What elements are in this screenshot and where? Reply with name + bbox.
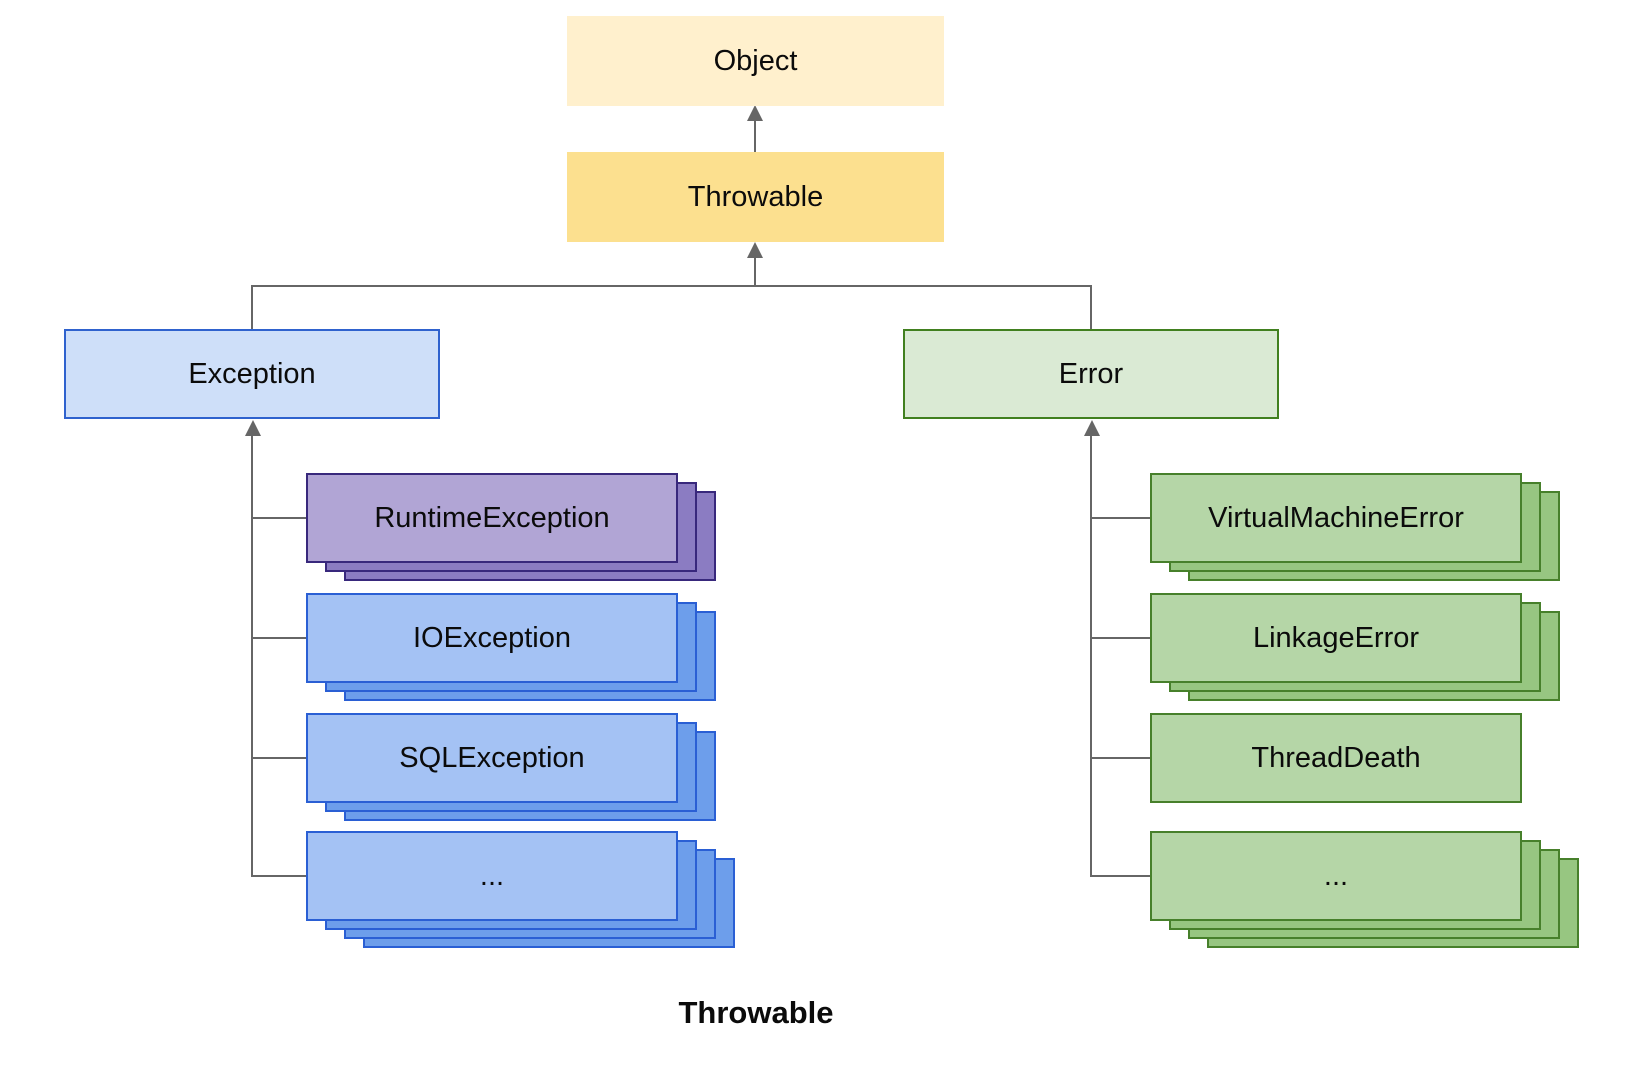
node-error-more: ...	[1150, 831, 1579, 948]
node-card: ...	[306, 831, 678, 921]
node-virtual-machine-error: VirtualMachineError	[1150, 473, 1560, 581]
connector-exception-trunk	[251, 434, 253, 877]
connector-branch-io-exception	[252, 637, 306, 639]
arrowhead-to-error-icon	[1084, 420, 1100, 436]
node-linkage-error: LinkageError	[1150, 593, 1560, 701]
arrowhead-to-throwable-icon	[747, 242, 763, 258]
connector-error-trunk	[1090, 434, 1092, 877]
connector-branch-runtime-exception	[252, 517, 306, 519]
node-label: SQLException	[399, 741, 585, 774]
node-label: Throwable	[687, 180, 824, 213]
node-error: Error	[903, 329, 1279, 419]
node-label: Exception	[188, 357, 316, 390]
connector-branch-error-more	[1091, 875, 1150, 877]
node-io-exception: IOException	[306, 593, 716, 701]
arrowhead-to-object-icon	[747, 105, 763, 121]
node-object: Object	[567, 16, 944, 106]
node-label: Error	[1058, 357, 1124, 390]
node-card: LinkageError	[1150, 593, 1522, 683]
node-label: IOException	[413, 621, 571, 654]
node-label: RuntimeException	[374, 501, 610, 534]
node-sql-exception: SQLException	[306, 713, 716, 821]
node-label: VirtualMachineError	[1208, 501, 1464, 534]
node-label: LinkageError	[1252, 621, 1420, 654]
node-card: ...	[1150, 831, 1522, 921]
connector-split-horizontal	[251, 285, 1092, 287]
connector-throwable-object	[754, 119, 756, 152]
node-card: RuntimeException	[306, 473, 678, 563]
connector-branch-sql-exception	[252, 757, 306, 759]
connector-drop-exception	[251, 285, 253, 329]
node-card: IOException	[306, 593, 678, 683]
node-label: ThreadDeath	[1251, 741, 1421, 774]
node-thread-death: ThreadDeath	[1150, 713, 1522, 803]
node-card: SQLException	[306, 713, 678, 803]
node-label: Object	[713, 44, 798, 77]
connector-branch-exception-more	[252, 875, 306, 877]
connector-branch-virtual-machine-error	[1091, 517, 1150, 519]
arrowhead-to-exception-icon	[245, 420, 261, 436]
diagram-caption: Throwable	[678, 995, 834, 1030]
node-exception-more: ...	[306, 831, 735, 948]
node-label: ...	[1323, 859, 1349, 892]
node-card: ThreadDeath	[1150, 713, 1522, 803]
connector-drop-error	[1090, 285, 1092, 329]
node-label: ...	[479, 859, 505, 892]
node-throwable: Throwable	[567, 152, 944, 242]
node-exception: Exception	[64, 329, 440, 419]
connector-split-throwable	[754, 256, 756, 286]
connector-branch-linkage-error	[1091, 637, 1150, 639]
node-runtime-exception: RuntimeException	[306, 473, 716, 581]
connector-branch-thread-death	[1091, 757, 1150, 759]
node-card: VirtualMachineError	[1150, 473, 1522, 563]
